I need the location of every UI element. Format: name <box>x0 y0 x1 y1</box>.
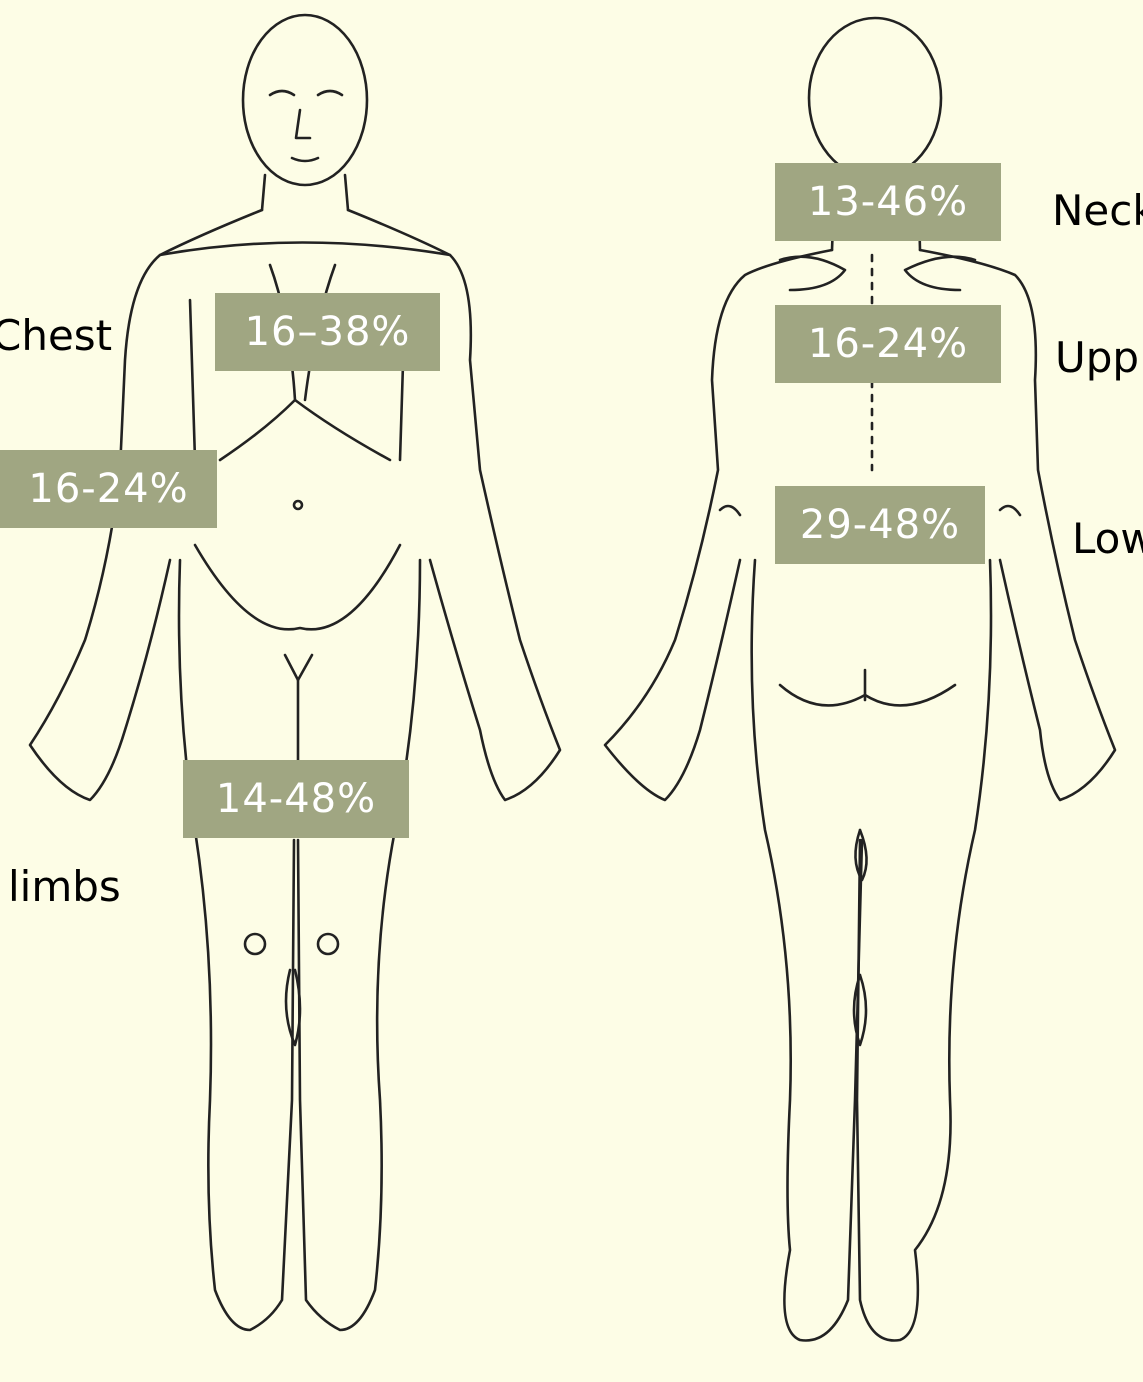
lower-back-percent-badge: 29-48% <box>775 486 985 564</box>
abdomen-percent-badge: 16-24% <box>0 450 217 528</box>
chest-label: Chest <box>0 315 112 357</box>
lower-back-label: Low <box>1072 518 1143 560</box>
neck-label: Neck <box>1052 190 1143 232</box>
limbs-percent-badge: 14-48% <box>183 760 409 838</box>
upper-back-percent-badge: 16-24% <box>775 305 1001 383</box>
upper-back-label: Upp <box>1055 337 1139 379</box>
chest-percent-badge: 16–38% <box>215 293 440 371</box>
limbs-label: limbs <box>8 866 121 908</box>
neck-percent-badge: 13-46% <box>775 163 1001 241</box>
